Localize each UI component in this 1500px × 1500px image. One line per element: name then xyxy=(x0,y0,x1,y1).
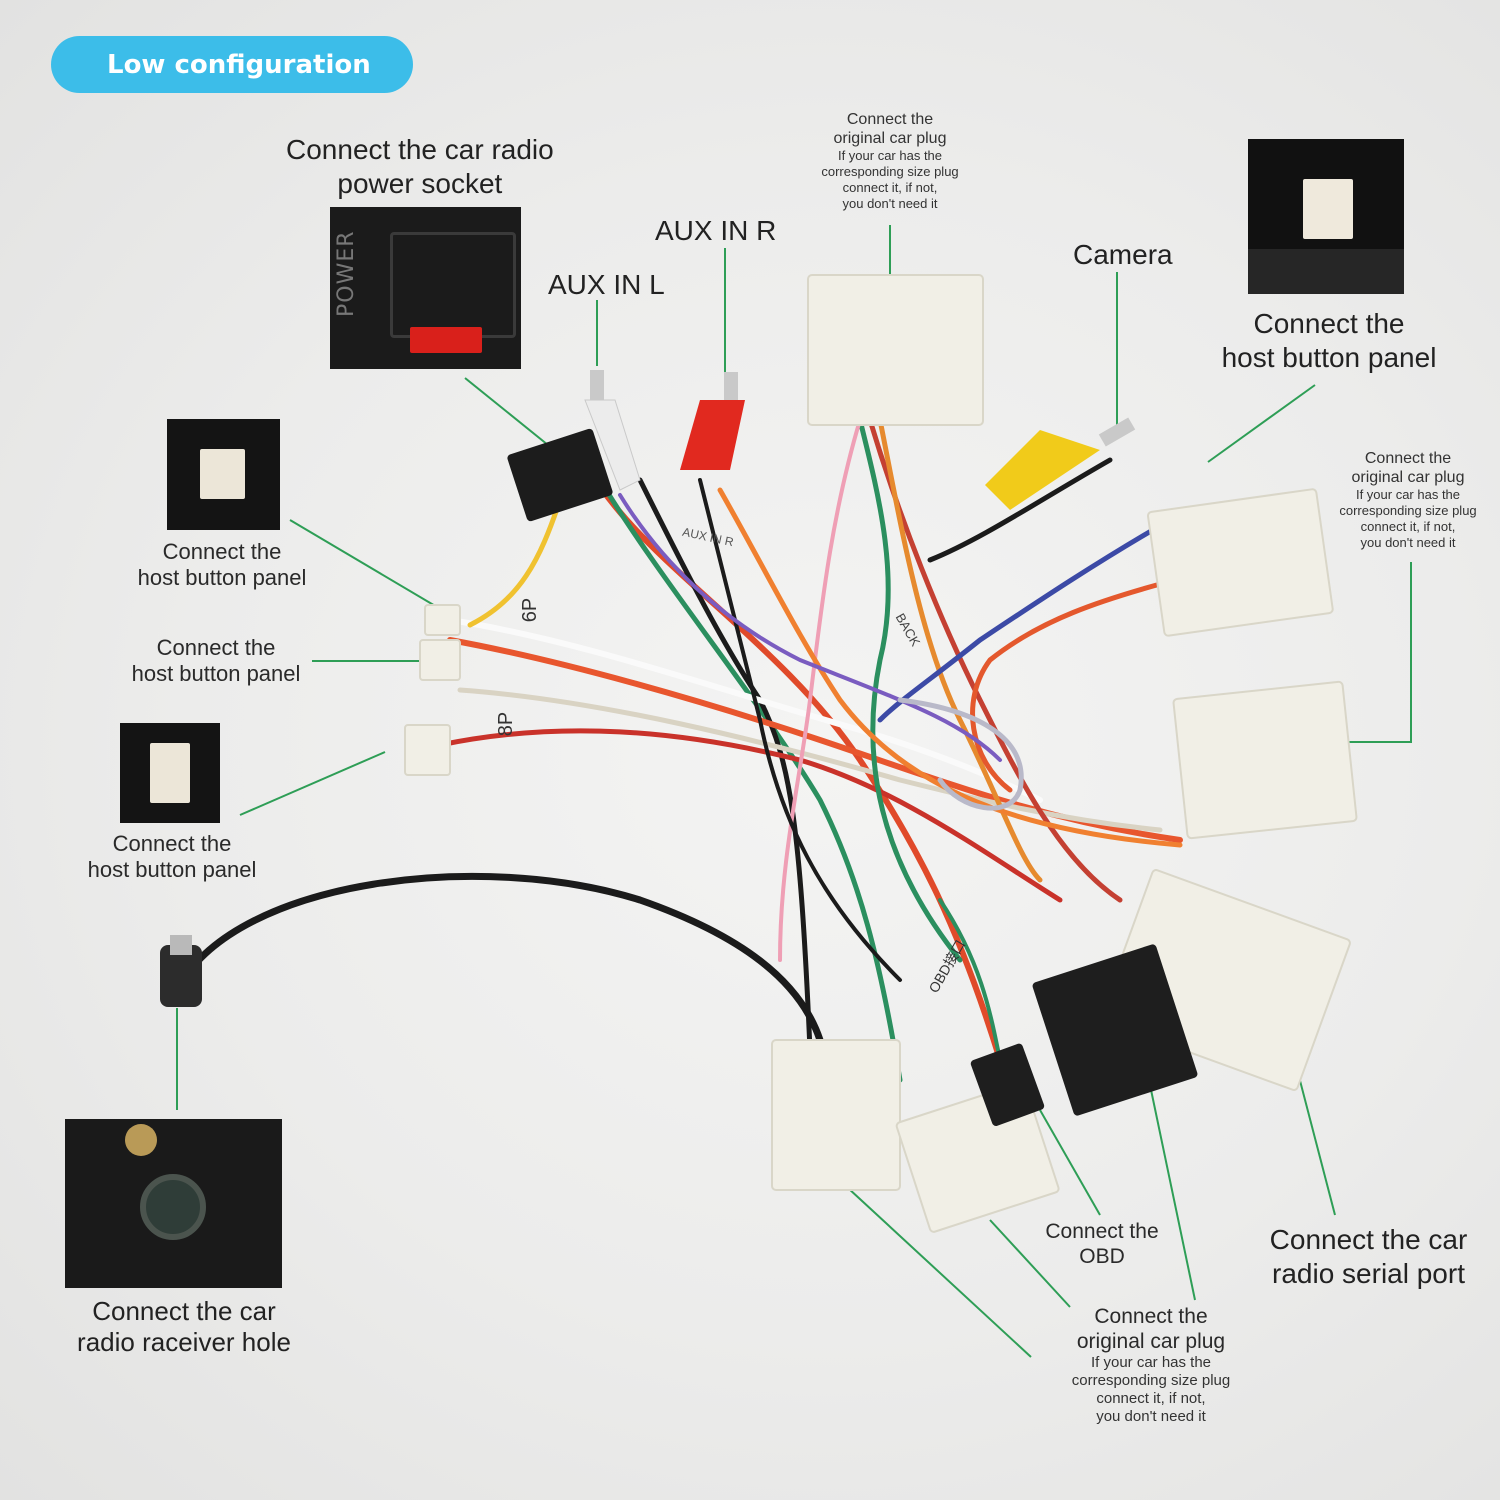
label-host-panel-3: Connect the host button panel xyxy=(87,831,257,883)
receiver-hole-photo xyxy=(65,1119,282,1288)
tag-6p: 6P xyxy=(519,597,542,623)
cable-bundle xyxy=(176,417,1183,1083)
host-panel-photo-right xyxy=(1248,139,1404,294)
host-panel-photo-3 xyxy=(120,723,220,823)
rca-plug-white xyxy=(584,370,641,491)
power-panel-text: POWER xyxy=(334,230,359,317)
label-host-panel-1: Connect the host button panel xyxy=(137,539,307,591)
white-connectors xyxy=(404,274,1358,1233)
label-host-panel-2: Connect the host button panel xyxy=(131,635,301,687)
label-camera: Camera xyxy=(1073,239,1173,270)
label-orig-plug-top: Connect the original car plug If your ca… xyxy=(821,111,959,211)
label-receiver-hole: Connect the car radio raceiver hole xyxy=(77,1296,291,1358)
host-panel-photo-1 xyxy=(167,419,280,530)
rca-plug-yellow xyxy=(985,417,1136,510)
label-orig-plug-bottom: Connect the original car plug If your ca… xyxy=(1071,1305,1231,1426)
power-socket-photo: POWER xyxy=(330,207,521,369)
tag-8p: 8P xyxy=(495,711,518,737)
config-badge: Low configuration xyxy=(51,36,413,93)
power-connector xyxy=(507,428,613,522)
antenna-plug xyxy=(160,935,202,1007)
label-aux-in-r: AUX IN R xyxy=(655,215,777,246)
label-power-socket: Connect the car radio power socket xyxy=(286,134,554,199)
label-serial-port: Connect the car radio serial port xyxy=(1269,1224,1468,1289)
label-host-panel-right: Connect the host button panel xyxy=(1221,308,1437,373)
label-aux-in-l: AUX IN L xyxy=(548,269,665,300)
obd-connector xyxy=(970,944,1198,1126)
label-orig-plug-right: Connect the original car plug If your ca… xyxy=(1339,450,1477,550)
rca-plug-red xyxy=(680,372,745,470)
label-obd: Connect the OBD xyxy=(1045,1220,1159,1269)
